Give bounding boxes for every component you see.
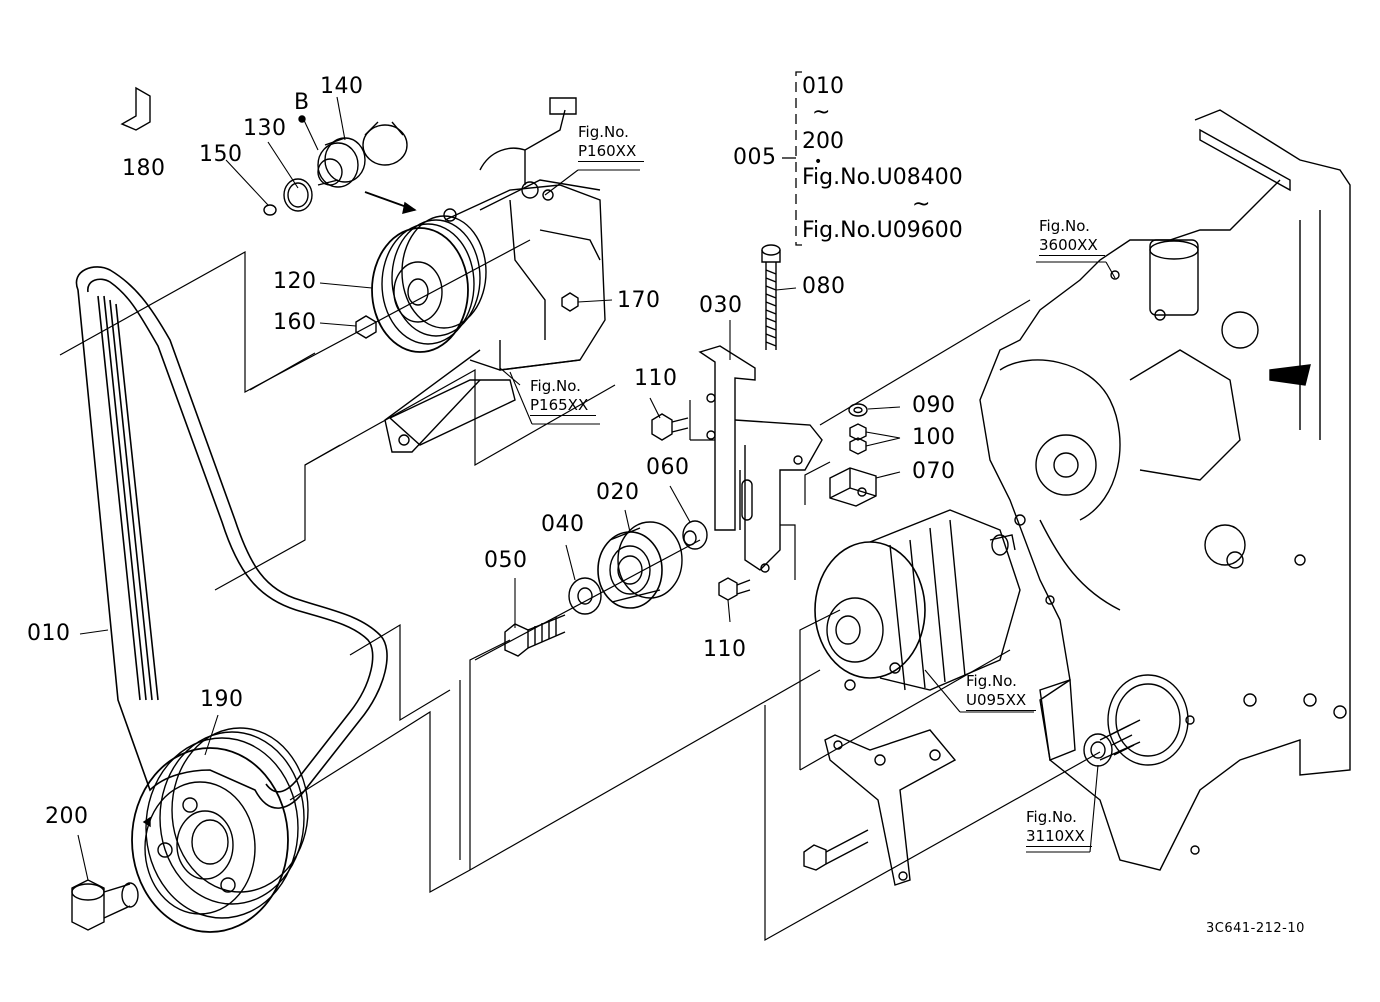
idler-pulley-set [505, 521, 707, 656]
part-label-130: 130 [243, 116, 287, 141]
part-label-140: 140 [320, 74, 364, 99]
part-label-110-upper: 110 [634, 366, 678, 391]
part-label-080: 080 [802, 274, 846, 299]
part-label-040: 040 [541, 512, 585, 537]
group-fig-end: Fig.No.U09600 [802, 218, 963, 243]
group-range-start: 010 [802, 74, 844, 99]
part-label-180: 180 [122, 156, 166, 181]
drawing-code: 3C641-212-10 [1206, 921, 1305, 936]
long-bolt [762, 245, 780, 350]
ref-u095xx-line2: U095XX [966, 691, 1036, 711]
group-fig-tilde: ~ [912, 192, 931, 217]
tension-bracket [700, 346, 822, 572]
part-label-100: 100 [912, 425, 956, 450]
part-label-070: 070 [912, 459, 956, 484]
part-label-b: B [294, 90, 310, 115]
ref-3600xx-line2: 3600XX [1039, 236, 1105, 256]
ref-3110xx: Fig.No. 3110XX [1026, 808, 1092, 847]
ref-p165xx-line2: P165XX [530, 396, 596, 416]
ref-p160xx-line1: Fig.No. [578, 123, 629, 141]
alternator-stay [804, 730, 955, 885]
crankshaft-bolt [72, 880, 138, 930]
part-label-170: 170 [617, 288, 661, 313]
ref-p160xx: Fig.No. P160XX [578, 123, 644, 162]
part-label-060: 060 [646, 455, 690, 480]
ref-3110xx-line1: Fig.No. [1026, 808, 1077, 826]
bolts-110 [652, 414, 750, 600]
ref-u095xx-line1: Fig.No. [966, 672, 1017, 690]
washer-nut-block [830, 404, 876, 506]
compressor-assembly [372, 98, 605, 452]
crankshaft-pulley [132, 728, 308, 932]
engine-block [980, 110, 1350, 870]
ref-3110xx-line2: 3110XX [1026, 827, 1092, 847]
part-label-150: 150 [199, 142, 243, 167]
part-label-190: 190 [200, 687, 244, 712]
part-label-120: 120 [273, 269, 317, 294]
ref-u095xx: Fig.No. U095XX [966, 672, 1036, 711]
ref-3600xx-line1: Fig.No. [1039, 217, 1090, 235]
group-range-end: 200 [802, 129, 844, 154]
group-fig-start: Fig.No.U08400 [802, 165, 963, 190]
pulley-bearing-parts [264, 116, 415, 215]
v-belt [76, 267, 387, 808]
leader-lines [78, 97, 1115, 880]
clip-part [122, 88, 150, 130]
part-label-020: 020 [596, 480, 640, 505]
compressor-bolts [356, 293, 578, 338]
compressor-brace [390, 380, 515, 445]
part-label-160: 160 [273, 310, 317, 335]
group-range-dot: • [814, 154, 823, 170]
group-range-tilde: ~ [812, 100, 831, 125]
part-label-050: 050 [484, 548, 528, 573]
alternator [815, 510, 1020, 690]
part-label-090: 090 [912, 393, 956, 418]
ref-p165xx: Fig.No. P165XX [530, 377, 596, 416]
ref-p165xx-line1: Fig.No. [530, 377, 581, 395]
part-label-010: 010 [27, 621, 71, 646]
ref-3600xx: Fig.No. 3600XX [1039, 217, 1105, 256]
part-label-200: 200 [45, 804, 89, 829]
part-label-005: 005 [733, 145, 777, 170]
part-label-030: 030 [699, 293, 743, 318]
ref-p160xx-line2: P160XX [578, 142, 644, 162]
part-label-110-lower: 110 [703, 637, 747, 662]
group-bracket [796, 72, 802, 245]
